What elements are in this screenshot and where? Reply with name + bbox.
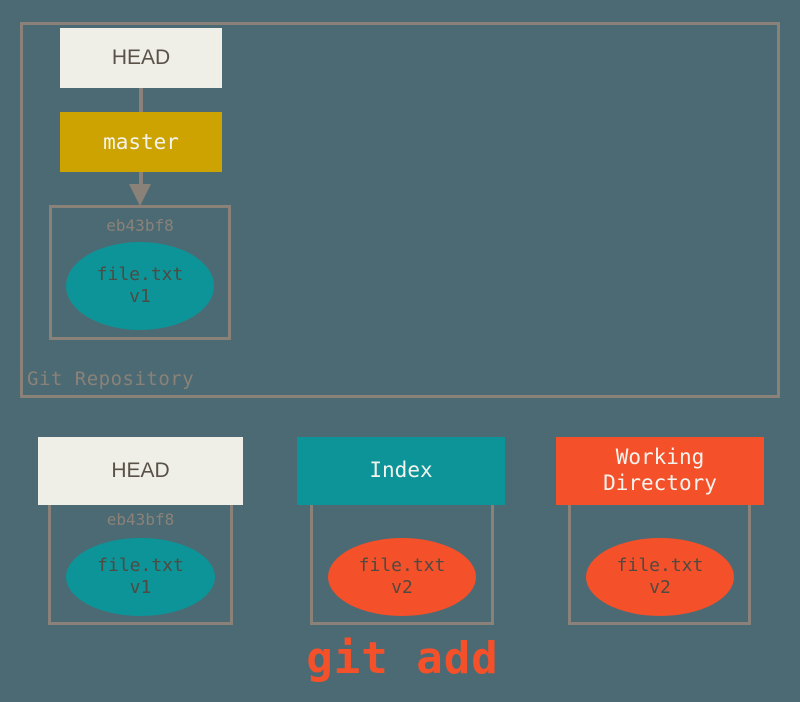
area-head-blob: file.txt v1 <box>66 538 215 616</box>
repo-commit-sha: eb43bf8 <box>106 216 174 235</box>
area-body-head <box>48 504 233 625</box>
blob-filename: file.txt <box>96 263 184 285</box>
repo-commit-blob: file.txt v1 <box>66 242 214 330</box>
repo-head-ref-box: HEAD <box>60 28 222 88</box>
blob-version: v1 <box>129 286 151 307</box>
blob-version: v2 <box>649 577 671 598</box>
blob-version: v1 <box>129 577 152 598</box>
area-header-wd-line2: Directory <box>603 471 717 495</box>
area-header-index: Index <box>297 437 505 505</box>
blob-filename: file.txt <box>616 554 704 576</box>
area-header-head: HEAD <box>38 437 243 505</box>
blob-filename: file.txt <box>358 554 446 576</box>
area-body-index <box>310 504 494 625</box>
repo-commit-card: eb43bf8 <box>49 205 231 340</box>
blob-version: v2 <box>391 577 413 598</box>
area-header-working-directory: Working Directory <box>556 437 764 505</box>
area-body-working-directory <box>568 504 751 625</box>
repo-master-ref-box: master <box>60 112 222 172</box>
area-header-wd-line1: Working <box>615 445 705 470</box>
area-working-directory-blob: file.txt v2 <box>586 538 734 616</box>
arrow-down-icon <box>129 184 151 206</box>
blob-filename: file.txt <box>97 554 184 576</box>
area-head-sha: eb43bf8 <box>106 510 175 529</box>
area-index-blob: file.txt v2 <box>328 538 476 616</box>
master-to-commit-connector <box>139 172 143 186</box>
git-repository-frame <box>20 22 780 398</box>
git-repository-label: Git Repository <box>27 368 195 390</box>
head-to-master-connector <box>139 88 143 112</box>
command-caption: git add <box>306 633 499 684</box>
